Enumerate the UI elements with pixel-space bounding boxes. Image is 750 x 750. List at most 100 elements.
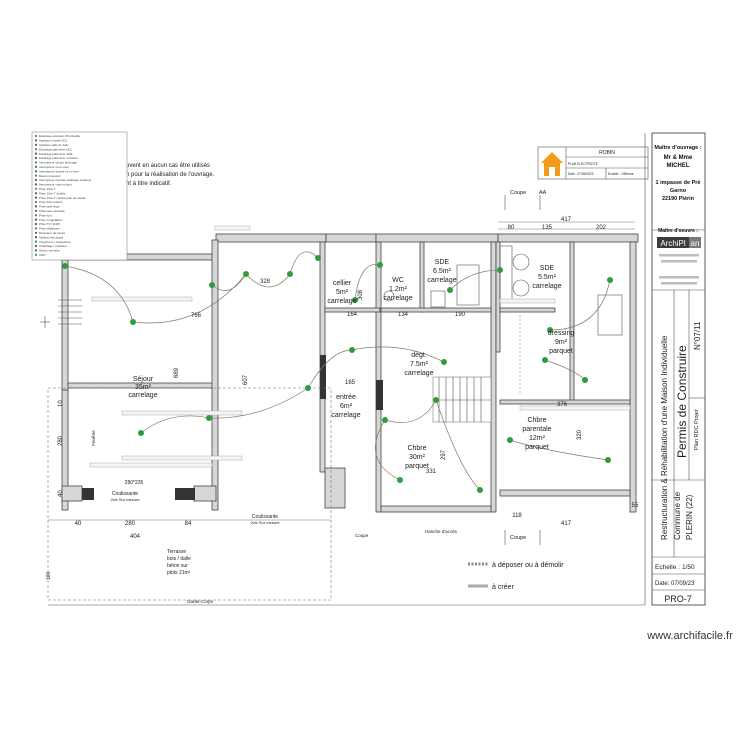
- dim-280-vertical: 280: [58, 435, 64, 446]
- dim-202: 202: [596, 225, 607, 231]
- room-wc-floor: carrelage: [383, 295, 412, 302]
- title-block: Maître d'ouvrage : Mr & Mme MICHEL 1 imp…: [651, 132, 706, 606]
- room-entree-area: 6m²: [340, 403, 353, 410]
- room-dressing-floor: parquet: [549, 348, 573, 355]
- legend-item-label: Prise 16A+T: [39, 187, 56, 191]
- dim-404: 404: [130, 534, 141, 540]
- room-chambre-floor: parquet: [405, 463, 429, 470]
- legend-item-label: Prise lave-vaisselle: [39, 209, 65, 213]
- legend-symbol-icon: [34, 205, 38, 208]
- dim-55: 55: [632, 503, 639, 509]
- architect-logo: ArchiPl an: [657, 237, 701, 248]
- section-marker-bottom: Coupe: [504, 530, 541, 545]
- room-degagement-name: dégt.: [411, 352, 427, 359]
- room-sde2-area: 5.5m²: [538, 274, 557, 281]
- legend-item-label: Prise TV / RJ45: [39, 222, 60, 226]
- light-point-icon: [582, 377, 588, 383]
- legend-symbol-icon: [34, 196, 38, 199]
- architect-logo-text-b: an: [691, 239, 700, 248]
- scale-label: Echelle :: [655, 564, 680, 571]
- light-point-icon: [243, 271, 249, 277]
- room-parentale-floor: parquet: [525, 444, 549, 451]
- legend-symbol-icon: [34, 143, 38, 146]
- stamp-date: Date : 07/09/2023: [568, 172, 594, 176]
- room-entree-floor: carrelage: [331, 412, 360, 419]
- room-sde2-floor: carrelage: [532, 283, 561, 290]
- legend-item-label: Interphone / Visiophone: [39, 240, 71, 244]
- room-labels: Séjour 35m² carrelage cellier 5m² carrel…: [91, 259, 574, 604]
- legend-item-label: Détecteur de fumée: [39, 231, 66, 235]
- room-parentale-name: Chbre: [527, 417, 546, 424]
- dim-165: 165: [345, 380, 356, 386]
- legend-symbol-icon: [34, 222, 38, 226]
- dim-80: 80: [508, 225, 515, 231]
- legend-item-label: Interrupteur va et vient: [39, 165, 69, 169]
- light-point-icon: [209, 282, 215, 288]
- legend-symbol-icon: [34, 187, 38, 190]
- legend-item-label: Applique murale DCL: [39, 139, 68, 143]
- note-line-3: nt à titre indicatif.: [126, 181, 172, 187]
- light-point-icon: [497, 267, 503, 273]
- demolition-hatch: [89, 225, 631, 468]
- legend-symbol-icon: [34, 244, 38, 248]
- dimension-labels: 328 766 164 134 190 165 376 689 607 308 …: [46, 279, 639, 580]
- commune-label: Commune de: [673, 491, 682, 540]
- legend-symbol-icon: [34, 253, 38, 256]
- project-title: Restructuration & Réhabilitation d'une M…: [660, 335, 669, 540]
- light-point-icon: [287, 271, 293, 277]
- owner-address-2: Garno: [670, 188, 687, 194]
- date-value: 07/09/23: [671, 581, 695, 587]
- legend-symbol-icon: [34, 170, 38, 173]
- light-point-icon: [206, 415, 212, 421]
- architect-address-line: [659, 254, 699, 257]
- room-sde1-floor: carrelage: [427, 277, 456, 284]
- light-point-icon: [349, 347, 355, 353]
- dim-190: 190: [455, 312, 466, 318]
- light-point-icon: [605, 457, 611, 463]
- light-point-icon: [62, 263, 68, 269]
- legend-item-label: Prise four: [39, 213, 52, 217]
- dim-bay-size: 280*235: [125, 480, 144, 486]
- architect-contact-line: [659, 276, 699, 279]
- room-sejour-floor: carrelage: [128, 392, 157, 399]
- dim-417-bottom: 417: [561, 521, 572, 527]
- room-sejour-name: Séjour: [133, 376, 154, 383]
- access-label: Hanche d'accès: [425, 529, 458, 534]
- legend-item-label: Eclairage plafonnier SDE: [39, 152, 73, 156]
- legend-item-label: Sèche serviette: [39, 249, 60, 253]
- room-dressing-name: dressing: [548, 330, 575, 337]
- room-cellier-floor: carrelage: [327, 298, 356, 305]
- section-label-bottom: Coupe: [510, 535, 526, 541]
- window-label: Fenêtre: [91, 430, 96, 446]
- room-degagement-area: 7.5m²: [410, 361, 429, 368]
- light-point-icon: [382, 417, 388, 423]
- dim-308: 308: [358, 289, 364, 300]
- light-point-icon: [507, 437, 513, 443]
- terrasse-label-3: béton sur: [167, 563, 188, 569]
- legend-symbol-icon: [34, 214, 38, 217]
- terrasse-outline: [47, 387, 332, 601]
- legend-symbol-icon: [34, 227, 38, 230]
- legend-symbol-icon: [34, 231, 38, 234]
- section-marker-top: Coupe AA: [504, 190, 547, 210]
- room-parentale-label: parentale: [522, 426, 551, 433]
- legend-symbol-icon: [34, 240, 38, 243]
- drawing-stamp: ROBIN PLAN ELECTRICITE Date : 07/09/2023…: [537, 146, 649, 180]
- room-sde1-area: 6.5m²: [433, 268, 452, 275]
- light-point-icon: [397, 477, 403, 483]
- dim-766: 766: [191, 313, 202, 319]
- light-point-icon: [352, 297, 358, 303]
- dim-689: 689: [174, 367, 180, 378]
- light-point-icon: [542, 357, 548, 363]
- dim-376: 376: [557, 402, 568, 408]
- guardrail-label: Garde-Corps: [187, 599, 214, 604]
- legend-item-label: Interrupteur simple allumage: [39, 161, 77, 165]
- hatch-legend: à déposer ou à démolir à créer: [468, 562, 564, 591]
- legend-item-label: Prise 32A cuisson: [39, 200, 63, 204]
- owner-address-3: 22190 Plérin: [662, 196, 695, 202]
- legend-item-label: Prise téléphone: [39, 227, 60, 231]
- scale-value: 1/50: [682, 564, 695, 571]
- light-point-icon: [441, 359, 447, 365]
- permit-title: Permis de Construire: [675, 345, 689, 458]
- legend-symbol-icon: [34, 218, 38, 221]
